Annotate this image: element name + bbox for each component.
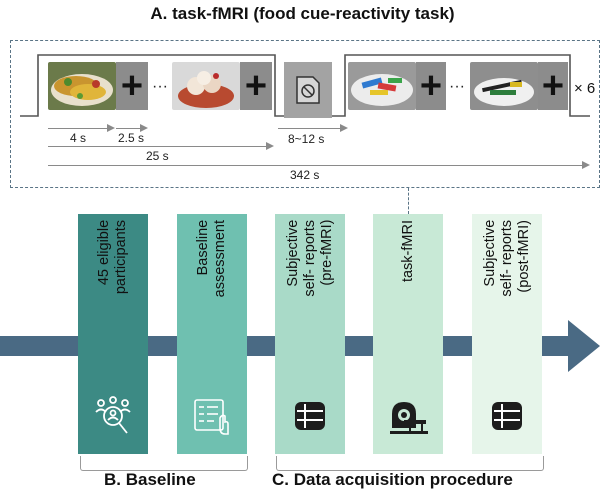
step-label: Subjective self- reports (pre-fMRI) [284, 220, 335, 297]
mri-scanner-icon [390, 402, 428, 434]
flow-step-post-fmri-reports: Subjective self- reports (post-fMRI) [472, 214, 542, 454]
section-b-label: B. Baseline [104, 470, 196, 489]
checklist-hand-icon [194, 399, 229, 435]
timing-arrow-total [48, 160, 590, 169]
food-image-ice-cream [172, 62, 240, 110]
flow-step-participants: 45 eligible participants [78, 214, 148, 454]
rest-period [284, 62, 332, 118]
section-c-label: C. Data acquisition procedure [272, 470, 513, 489]
no-image-icon [296, 76, 320, 104]
flow-step-pre-fmri-reports: Subjective self- reports (pre-fMRI) [275, 214, 345, 454]
timing-label-fixation: 2.5 s [118, 131, 145, 145]
task-fmri-dashed-frame [10, 40, 600, 188]
step-label: 45 eligible participants [96, 220, 129, 295]
participants-search-icon [95, 396, 131, 434]
fixation-cross: + [240, 62, 272, 110]
questionnaire-icon [492, 402, 522, 430]
timing-arrow-fixation [116, 123, 148, 132]
nonfood-image-stationery [470, 62, 538, 110]
timing-label-total: 342 s [290, 168, 320, 182]
food-image-burrito [48, 62, 116, 110]
fixation-cross: + [116, 62, 148, 110]
data-acquisition-bracket [276, 456, 544, 471]
flow-step-baseline-assessment: Baseline assessment [177, 214, 247, 454]
nonfood-image-markers [348, 62, 416, 110]
step-label: Subjective self- reports (post-fMRI) [481, 220, 532, 297]
fixation-cross: + [416, 62, 446, 110]
section-a-title: A. task-fMRI (food cue-reactivity task) [150, 4, 455, 23]
timing-label-block: 25 s [146, 149, 169, 163]
timing-arrow-rest [278, 123, 348, 132]
timing-label-rest: 8~12 s [288, 132, 325, 146]
baseline-bracket [80, 456, 248, 471]
dashed-connector [408, 188, 409, 214]
timing-arrow-block [48, 141, 274, 150]
timing-label-cue: 4 s [70, 131, 87, 145]
repeat-label: × 6 [574, 80, 596, 97]
fixation-cross: + [538, 62, 568, 110]
ellipsis: ··· [152, 78, 168, 95]
flow-step-task-fmri: task-fMRI [373, 214, 443, 454]
questionnaire-icon [295, 402, 325, 430]
timing-arrow-cue [48, 123, 115, 132]
ellipsis: ··· [449, 78, 465, 95]
step-label: Baseline assessment [195, 220, 228, 298]
step-label: task-fMRI [399, 220, 416, 283]
